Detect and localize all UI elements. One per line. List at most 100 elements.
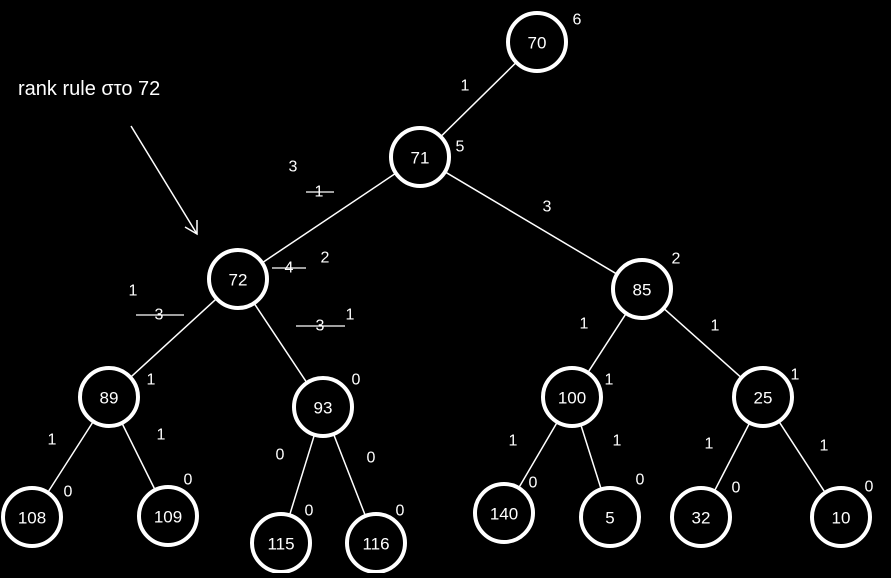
node-circle-25	[732, 366, 794, 428]
node-rank-108: 0	[64, 484, 73, 501]
node-key-115: 115	[267, 535, 294, 554]
node-rank-109: 0	[184, 472, 193, 489]
node-85: 85 2	[611, 251, 681, 320]
edge-label-n89-n108: 1	[48, 432, 57, 449]
node-rank-71: 5	[456, 139, 465, 156]
node-circle-89	[78, 366, 140, 428]
node-circle-115	[250, 512, 312, 574]
edge-n85-n25	[663, 307, 742, 379]
edge-label-n100-n140: 1	[509, 433, 518, 450]
edge-label-n72-n93: 1	[346, 307, 355, 324]
node-key-71: 71	[411, 149, 430, 168]
node-key-100: 100	[558, 389, 586, 408]
node-circle-116	[345, 512, 407, 574]
nodes-layer: 7067157224852891930100125110801090115011…	[1, 11, 874, 574]
node-circle-100	[541, 366, 603, 428]
edge-label-n89-n109: 1	[157, 427, 166, 444]
node-rank-25: 1	[791, 367, 800, 384]
node-circle-32	[670, 486, 732, 548]
node-100: 100 1	[541, 366, 614, 428]
node-circle-108	[1, 486, 63, 548]
annotation-text: rank rule στο 72	[18, 78, 160, 100]
node-rank-115: 0	[305, 503, 314, 520]
edge-label-n100-n5: 1	[613, 433, 622, 450]
node-key-89: 89	[100, 389, 119, 408]
node-rank-85: 2	[672, 251, 681, 268]
edge-n100-n5	[580, 424, 602, 490]
node-key-116: 116	[362, 535, 389, 554]
edge-n100-n140	[518, 421, 558, 489]
edge-n89-n109	[121, 422, 156, 491]
node-140: 140 0	[473, 475, 538, 544]
node-key-70: 70	[528, 34, 547, 53]
node-5: 50	[579, 472, 645, 548]
edge-n89-n108	[47, 421, 94, 493]
node-circle-71	[389, 126, 451, 188]
edge-n70-n71	[440, 61, 517, 138]
edge-label-n93-n115: 0	[276, 447, 285, 464]
node-10: 10 0	[810, 479, 874, 548]
annotation-arrow-head	[184, 220, 198, 236]
edge-label-n72-n89: 1	[129, 283, 138, 300]
node-25: 25 1	[732, 366, 800, 428]
node-rank-10: 0	[865, 479, 874, 496]
node-116: 116 0	[345, 503, 407, 574]
node-circle-5	[579, 486, 641, 548]
node-rank-116: 0	[396, 503, 405, 520]
node-key-25: 25	[754, 389, 773, 408]
edge-label-n71-n72: 3	[289, 159, 298, 176]
node-circle-70	[506, 11, 568, 73]
node-108: 108 0	[1, 484, 73, 548]
node-71: 71 5	[389, 126, 465, 188]
node-93: 93 0	[292, 372, 361, 438]
node-key-5: 5	[605, 509, 614, 528]
node-32: 32 0	[670, 480, 741, 548]
edge-n25-n32	[713, 422, 751, 492]
edge-label-n70-n71: 1	[461, 78, 470, 95]
node-rank-72: 2	[321, 250, 330, 267]
node-key-32: 32	[692, 509, 711, 528]
annotation-arrow-shaft	[130, 125, 198, 235]
edge-label-n85-n100: 1	[580, 316, 589, 333]
node-rank-89: 1	[147, 372, 156, 389]
node-rank-140: 0	[529, 475, 538, 492]
edge-label-n93-n116: 0	[367, 450, 376, 467]
node-circle-85	[611, 258, 673, 320]
node-rank-70: 6	[573, 12, 582, 29]
edge-n71-n85	[444, 171, 618, 275]
edge-label-n25-n32: 1	[705, 436, 714, 453]
edge-n25-n10	[778, 420, 826, 494]
node-rank-100: 1	[605, 372, 614, 389]
node-rank-93: 0	[352, 372, 361, 389]
edge-n72-n93	[253, 302, 308, 384]
node-key-72: 72	[229, 271, 248, 290]
node-circle-72	[207, 248, 269, 310]
node-rank-5: 0	[636, 472, 645, 489]
edge-n93-n115	[288, 434, 316, 516]
node-circle-109	[137, 485, 199, 547]
edge-n72-n89	[129, 298, 218, 378]
node-key-10: 10	[832, 509, 851, 528]
node-circle-140	[473, 482, 535, 544]
node-circle-93	[292, 376, 354, 438]
node-key-93: 93	[314, 399, 333, 418]
edge-label-n25-n10: 1	[820, 438, 829, 455]
node-115: 115 0	[250, 503, 314, 574]
node-rank-32: 0	[732, 480, 741, 497]
node-key-140: 140	[490, 505, 518, 524]
node-89: 89 1	[78, 366, 156, 428]
edge-n71-n72	[261, 172, 397, 264]
edge-n93-n116	[332, 433, 367, 517]
node-key-108: 108	[18, 509, 46, 528]
edge-label-n85-n25: 1	[711, 318, 720, 335]
node-109: 109 0	[137, 472, 199, 547]
node-key-85: 85	[633, 281, 652, 300]
node-key-109: 109	[154, 508, 182, 527]
node-70: 70 6	[506, 11, 582, 73]
node-circle-10	[810, 486, 872, 548]
edge-n85-n100	[587, 312, 627, 374]
